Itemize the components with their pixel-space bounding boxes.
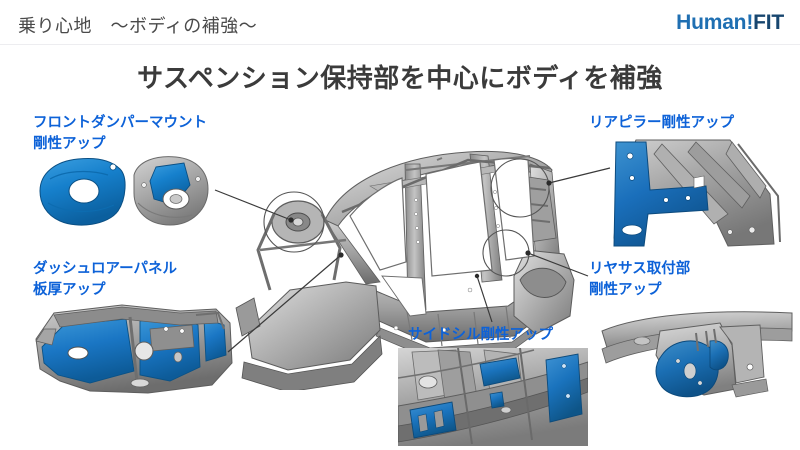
brand-logo-secondary: FIT: [753, 11, 784, 34]
side-sill-figure: [398, 348, 588, 446]
callout-label-rear-suspension-mount: リヤサス取付部 剛性アップ: [589, 259, 690, 300]
callout-line-1: フロントダンパーマウント: [33, 115, 207, 131]
callout-line-1: リアピラー剛性アップ: [589, 115, 734, 131]
page-title: サスペンション保持部を中心にボディを補強: [137, 63, 663, 93]
callout-label-rear-pillar: リアピラー剛性アップ: [589, 113, 734, 134]
rear-pillar-circle: [490, 158, 550, 218]
brand-logo-primary: Human!: [676, 11, 754, 34]
callout-line-2: 剛性アップ: [589, 281, 662, 298]
header-divider: [0, 44, 800, 45]
callout-line-1: ダッシュロアーパネル: [33, 261, 177, 277]
callout-line-1: サイドシル剛性アップ: [408, 327, 553, 343]
dash-lower-panel-figure: [30, 295, 240, 400]
brand-logo: Human!FIT: [676, 11, 784, 35]
rear-suspension-mount-figure: [600, 305, 795, 420]
callout-line-2: 板厚アップ: [33, 281, 106, 298]
callout-label-front-damper-mount: フロントダンパーマウント 剛性アップ: [33, 113, 207, 154]
front-damper-mount-circle: [263, 191, 325, 253]
front-damper-mount-figure: [30, 145, 215, 240]
header-title: 乗り心地 ～ボディの補強～: [18, 16, 258, 36]
callout-line-2: 剛性アップ: [33, 135, 106, 152]
callout-line-1: リヤサス取付部: [589, 261, 691, 277]
header: 乗り心地 ～ボディの補強～ Human!FIT: [0, 0, 800, 45]
callout-label-side-sill: サイドシル剛性アップ: [408, 325, 553, 346]
callout-label-dash-lower-panel: ダッシュロアーパネル 板厚アップ: [33, 259, 177, 300]
rear-pillar-figure: [610, 138, 785, 253]
